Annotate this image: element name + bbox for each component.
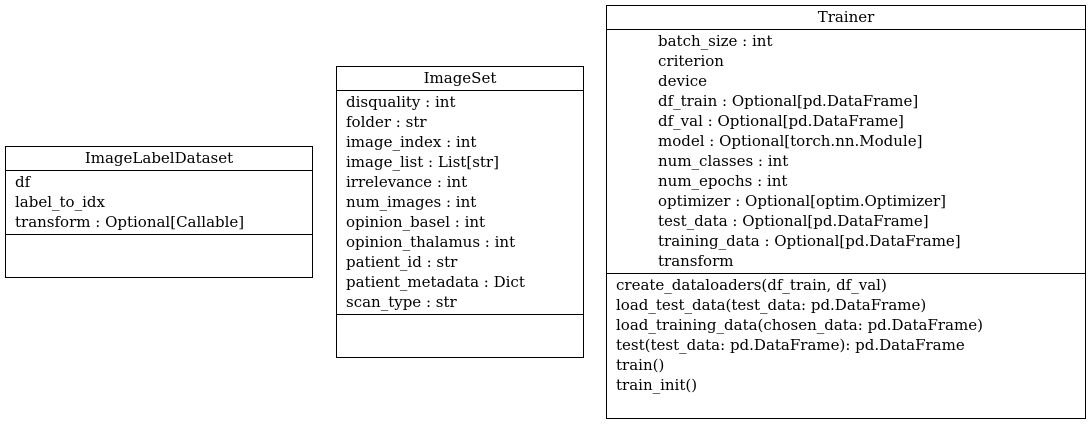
attribute: batch_size : int <box>658 32 773 50</box>
class-box-imagelabeldataset: ImageLabelDataset df label_to_idx transf… <box>5 146 313 278</box>
attribute-list: df label_to_idx transform : Optional[Cal… <box>6 171 312 235</box>
method: load_test_data(test_data: pd.DataFrame) <box>616 296 927 314</box>
attribute: patient_metadata : Dict <box>346 273 525 291</box>
attribute: transform <box>658 252 734 270</box>
attribute: image_list : List[str] <box>346 153 499 171</box>
attribute: test_data : Optional[pd.DataFrame] <box>658 212 929 230</box>
attribute: model : Optional[torch.nn.Module] <box>658 132 923 150</box>
class-name: Trainer <box>607 6 1085 30</box>
attribute: opinion_basel : int <box>346 213 486 231</box>
method: train_init() <box>616 376 698 394</box>
attribute-list: batch_size : int criterion device df_tra… <box>607 30 1085 274</box>
attribute: df <box>15 173 31 191</box>
attribute: device <box>658 72 708 90</box>
class-box-trainer: Trainer batch_size : int criterion devic… <box>606 5 1086 419</box>
class-name: ImageSet <box>337 67 583 91</box>
method: train() <box>616 356 665 374</box>
attribute: criterion <box>658 52 724 70</box>
method-list: create_dataloaders(df_train, df_val) loa… <box>607 274 1085 397</box>
class-box-imageset: ImageSet disquality : int folder : str i… <box>336 66 584 358</box>
attribute: patient_id : str <box>346 253 458 271</box>
attribute: irrelevance : int <box>346 173 468 191</box>
attribute: num_classes : int <box>658 152 789 170</box>
method-list <box>337 315 583 336</box>
method: create_dataloaders(df_train, df_val) <box>616 276 887 294</box>
method: load_training_data(chosen_data: pd.DataF… <box>616 316 983 334</box>
method: test(test_data: pd.DataFrame): pd.DataFr… <box>616 336 965 354</box>
attribute: training_data : Optional[pd.DataFrame] <box>658 232 961 250</box>
attribute: num_images : int <box>346 193 477 211</box>
attribute: disquality : int <box>346 93 456 111</box>
attribute: num_epochs : int <box>658 172 788 190</box>
attribute: df_val : Optional[pd.DataFrame] <box>658 112 904 130</box>
attribute: scan_type : str <box>346 293 457 311</box>
attribute: optimizer : Optional[optim.Optimizer] <box>658 192 947 210</box>
attribute: transform : Optional[Callable] <box>15 213 245 231</box>
attribute: opinion_thalamus : int <box>346 233 516 251</box>
attribute: folder : str <box>346 113 427 131</box>
attribute: image_index : int <box>346 133 477 151</box>
attribute-list: disquality : int folder : str image_inde… <box>337 91 583 315</box>
method-list <box>6 235 312 256</box>
attribute: df_train : Optional[pd.DataFrame] <box>658 92 919 110</box>
class-name: ImageLabelDataset <box>6 147 312 171</box>
attribute: label_to_idx <box>15 193 105 211</box>
